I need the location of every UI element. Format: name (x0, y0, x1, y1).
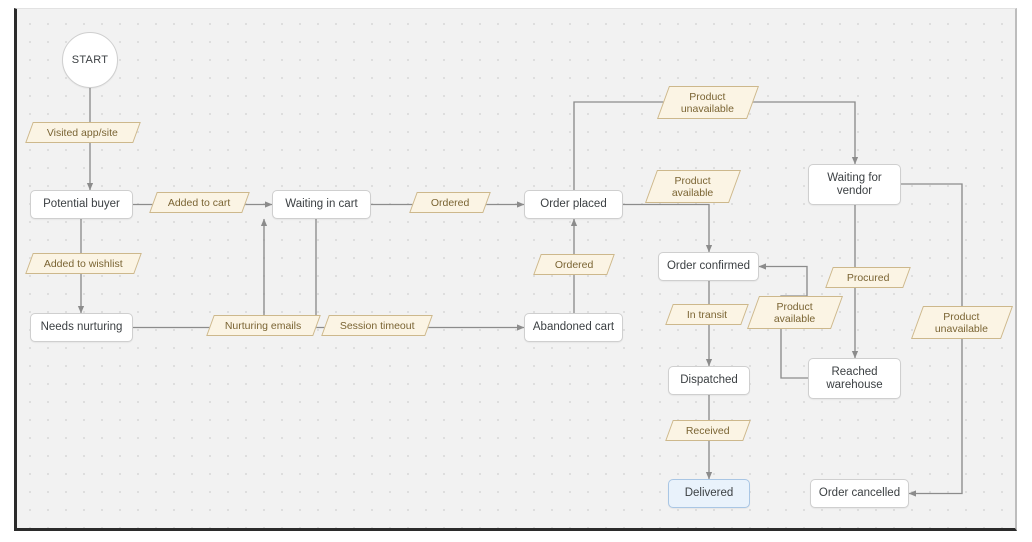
edge-label-product-unavailable-right[interactable]: Product unavailable (910, 306, 1014, 339)
edge-label-text: Added to wishlist (44, 257, 123, 270)
edge-label-text: Visited app/site (47, 126, 119, 139)
edge-label-ordered-abandoned[interactable]: Ordered (533, 254, 615, 275)
node-abandoned-cart-label: Abandoned cart (532, 321, 615, 333)
edge-label-received[interactable]: Received (665, 420, 751, 441)
edge-label-added-to-wishlist[interactable]: Added to wishlist (25, 253, 142, 274)
node-abandoned-cart[interactable]: Abandoned cart (524, 313, 623, 342)
node-waiting-in-cart[interactable]: Waiting in cart (272, 190, 371, 219)
node-potential-buyer[interactable]: Potential buyer (30, 190, 133, 219)
edge-label-session-timeout[interactable]: Session timeout (321, 315, 433, 336)
node-order-cancelled[interactable]: Order cancelled (810, 479, 909, 508)
edge-label-product-available-warehouse[interactable]: Product available (746, 296, 844, 329)
edge-label-visited-app-site[interactable]: Visited app/site (25, 122, 141, 143)
edge-label-procured[interactable]: Procured (825, 267, 911, 288)
node-delivered-label: Delivered (684, 487, 734, 499)
edge-label-text: Ordered (554, 258, 594, 271)
edge-label-nurturing-emails[interactable]: Nurturing emails (206, 315, 321, 336)
edge-label-product-unavailable-top[interactable]: Product unavailable (656, 86, 760, 119)
node-needs-nurturing[interactable]: Needs nurturing (30, 313, 133, 342)
edge-label-text: Received (686, 424, 730, 437)
node-waiting-for-vendor-label: Waiting for vendor (827, 171, 882, 197)
node-order-placed-label: Order placed (540, 198, 607, 210)
node-potential-buyer-label: Potential buyer (43, 198, 120, 210)
edge-label-in-transit[interactable]: In transit (665, 304, 749, 325)
node-reached-warehouse-label: Reached warehouse (826, 365, 883, 391)
node-order-placed[interactable]: Order placed (524, 190, 623, 219)
edge-label-text: Product unavailable (681, 90, 735, 115)
node-reached-warehouse[interactable]: Reached warehouse (808, 358, 901, 399)
edge-label-product-available-order[interactable]: Product available (644, 170, 742, 203)
edge-label-text: Nurturing emails (225, 319, 302, 332)
edge-label-text: Session timeout (339, 319, 415, 332)
edge-label-added-to-cart[interactable]: Added to cart (149, 192, 250, 213)
edge-waiting-in-cart-abandoned-cart (315, 219, 525, 331)
node-order-cancelled-label: Order cancelled (818, 487, 901, 499)
node-dispatched-label: Dispatched (680, 374, 738, 386)
node-needs-nurturing-label: Needs nurturing (40, 321, 123, 333)
node-start[interactable]: START (62, 32, 118, 88)
edge-label-text: Product unavailable (935, 310, 989, 335)
edge-label-text: Product available (774, 300, 816, 325)
edge-label-text: In transit (686, 308, 728, 321)
node-start-label: START (71, 53, 109, 66)
edge-label-text: Added to cart (168, 196, 231, 209)
node-delivered[interactable]: Delivered (668, 479, 750, 508)
edge-label-ordered-cart[interactable]: Ordered (409, 192, 491, 213)
node-dispatched[interactable]: Dispatched (668, 366, 750, 395)
node-order-confirmed[interactable]: Order confirmed (658, 252, 759, 281)
edge-needs-nurturing-waiting-in-cart (133, 218, 268, 329)
edge-label-text: Product available (672, 174, 714, 199)
edge-label-text: Ordered (430, 196, 470, 209)
edge-order-placed-order-confirmed (623, 203, 713, 253)
node-waiting-for-vendor[interactable]: Waiting for vendor (808, 164, 901, 205)
diagram-canvas[interactable]: START Potential buyer Needs nurturing Wa… (14, 8, 1017, 531)
node-order-confirmed-label: Order confirmed (666, 260, 751, 272)
edge-label-text: Procured (846, 271, 890, 284)
node-waiting-in-cart-label: Waiting in cart (285, 198, 358, 210)
